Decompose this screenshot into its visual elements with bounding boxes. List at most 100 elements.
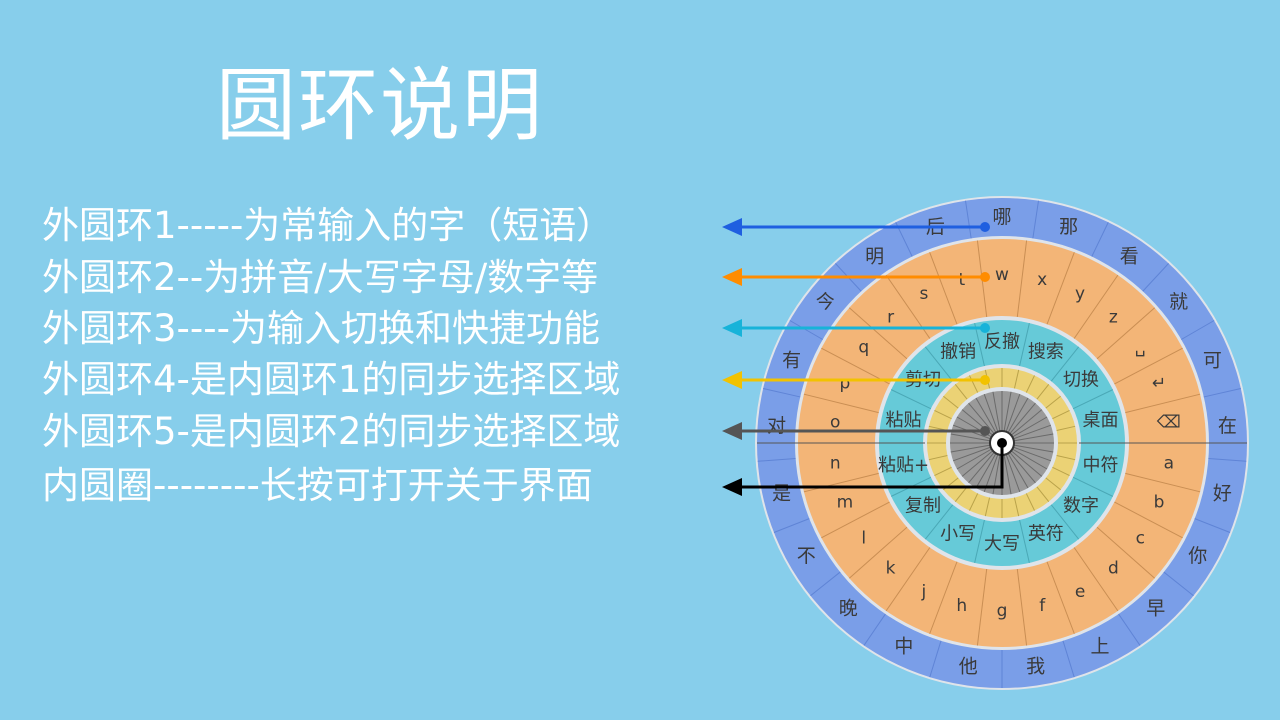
ring-5-divider (1005, 393, 1021, 432)
ring-3-function[interactable]: 切换 (1063, 370, 1099, 391)
ring-1-word[interactable]: 可 (1203, 349, 1222, 371)
ring-2-divider (1073, 274, 1119, 339)
ring-3-function[interactable]: 桌面 (1082, 410, 1118, 431)
ring-2-key[interactable]: h (956, 596, 967, 616)
ring-5-divider (975, 397, 997, 433)
ring-4-divider (984, 497, 991, 517)
ring-3-function[interactable]: 小写 (940, 523, 976, 544)
ring-5-divider (1010, 450, 1043, 477)
ring-1-word[interactable]: 有 (782, 349, 801, 371)
ring-3-function[interactable]: 撤销 (940, 342, 976, 363)
ring-2-key[interactable]: ↵ (1152, 373, 1166, 393)
ring-1-word[interactable]: 晚 (839, 598, 858, 620)
ring-2-key[interactable]: q (858, 338, 869, 358)
ring-2-key[interactable]: p (840, 373, 851, 393)
ring-2-divider (1114, 501, 1183, 539)
ring-1-word[interactable]: 他 (959, 655, 978, 677)
ring-2-key[interactable]: e (1075, 582, 1085, 602)
ring-4-divider (943, 395, 959, 409)
annotation-arrows (722, 218, 1004, 496)
ring-2-key[interactable]: w (995, 265, 1009, 285)
ring-2-key[interactable]: z (1109, 307, 1118, 327)
ring-2-key[interactable]: k (886, 559, 896, 579)
ring-2-key[interactable]: l (861, 528, 866, 548)
ring-2-key[interactable]: s (919, 284, 928, 304)
ring-2-key[interactable]: ⌫ (1157, 413, 1181, 433)
ring-5-divider (1012, 416, 1048, 438)
ring-4-divider (1036, 486, 1050, 502)
arrow-inner-circle (740, 443, 1004, 489)
ring-4-divider (934, 466, 952, 476)
ring-1-word[interactable]: 哪 (992, 206, 1011, 228)
ring-3-divider (924, 504, 954, 540)
ring-3-function[interactable]: 反撤 (984, 332, 1020, 353)
ring-2-key[interactable]: y (1075, 284, 1085, 304)
ring-2-key[interactable]: o (830, 413, 840, 433)
ring-2-key[interactable]: n (830, 453, 841, 473)
ring-1-word[interactable]: 早 (1146, 598, 1165, 620)
ring-1-word[interactable]: 那 (1059, 216, 1078, 238)
ring-1-divider (810, 571, 841, 597)
ring-1-word[interactable]: 对 (767, 415, 786, 437)
ring-2-key[interactable]: t (958, 270, 965, 290)
ring-1-word[interactable]: 好 (1213, 482, 1232, 504)
ring-1-divider (1163, 571, 1194, 597)
ring-3-function[interactable]: 粘贴 (886, 410, 922, 431)
ring-4-divider (928, 454, 948, 461)
ring-3-function[interactable]: 搜索 (1028, 342, 1064, 363)
ring-3-function[interactable]: 大写 (984, 534, 1020, 555)
ring-1-divider (1181, 320, 1215, 340)
ring-1-word[interactable]: 就 (1169, 291, 1188, 313)
ring-3-function[interactable]: 数字 (1063, 495, 1099, 516)
ring-1-word[interactable]: 在 (1218, 415, 1237, 437)
ring-2-key[interactable]: r (887, 307, 894, 327)
ring-1-divider (763, 387, 801, 398)
ring-1-divider (1203, 387, 1241, 398)
ring-2-key[interactable]: m (837, 493, 854, 513)
ring-3-function[interactable]: 英符 (1028, 523, 1064, 544)
ring-1-divider (964, 200, 972, 239)
ring-2-key[interactable]: ␣ (1135, 338, 1146, 358)
ring-5-divider (975, 453, 997, 489)
ring-1-word[interactable]: 不 (797, 545, 816, 567)
arrow-outer-ring-2-dot (980, 272, 990, 282)
ring-1-word[interactable]: 看 (1120, 245, 1139, 267)
ring-3-function[interactable]: 复制 (905, 495, 941, 516)
ring-1-divider (1142, 263, 1170, 292)
ring-1-word[interactable]: 我 (1026, 655, 1045, 677)
ring-5-divider (968, 402, 995, 435)
ring-2-key[interactable]: x (1037, 270, 1047, 290)
ring-1-word[interactable]: 明 (865, 245, 884, 267)
ring-5-divider (956, 448, 992, 470)
ring-2-divider (1125, 472, 1201, 493)
ring-5-divider (968, 451, 995, 484)
ring-2-divider (803, 393, 879, 414)
ring-4-divider (969, 375, 979, 393)
arrow-outer-ring-1-head (722, 218, 742, 236)
ring-1-word[interactable]: 你 (1188, 545, 1207, 567)
ring-2-key[interactable]: a (1164, 453, 1174, 473)
ring-3-function[interactable]: 中符 (1082, 455, 1118, 476)
ring-3-function[interactable]: 粘贴+ (878, 455, 929, 476)
ring-1-word[interactable]: 中 (894, 636, 913, 658)
ring-1-word[interactable]: 今 (816, 291, 835, 313)
description-outer-ring-1: 外圆环1-----为常输入的字（短语） (42, 204, 614, 247)
ring-2-key[interactable]: f (1039, 596, 1046, 616)
ring-1-word[interactable]: 上 (1091, 636, 1110, 658)
ring-3-divider (890, 389, 932, 410)
ring-4-divider (954, 384, 968, 400)
arrow-outer-ring-1-dot (980, 222, 990, 232)
ring-1-divider (1194, 518, 1231, 533)
ring-2-divider (1114, 347, 1183, 385)
arrow-outer-ring-4-head (722, 371, 742, 389)
ring-5-divider (1013, 424, 1052, 440)
ring-2-key[interactable]: g (997, 601, 1008, 621)
ring-2-key[interactable]: j (921, 582, 927, 602)
ring-2-key[interactable]: d (1108, 559, 1119, 579)
ring-2-key[interactable]: c (1136, 528, 1145, 548)
ring-2-key[interactable]: b (1154, 493, 1165, 513)
ring-1-divider (757, 457, 796, 462)
ring-1-divider (929, 640, 942, 678)
ring-1-divider (1091, 222, 1109, 257)
ring-2-divider (1016, 240, 1028, 317)
